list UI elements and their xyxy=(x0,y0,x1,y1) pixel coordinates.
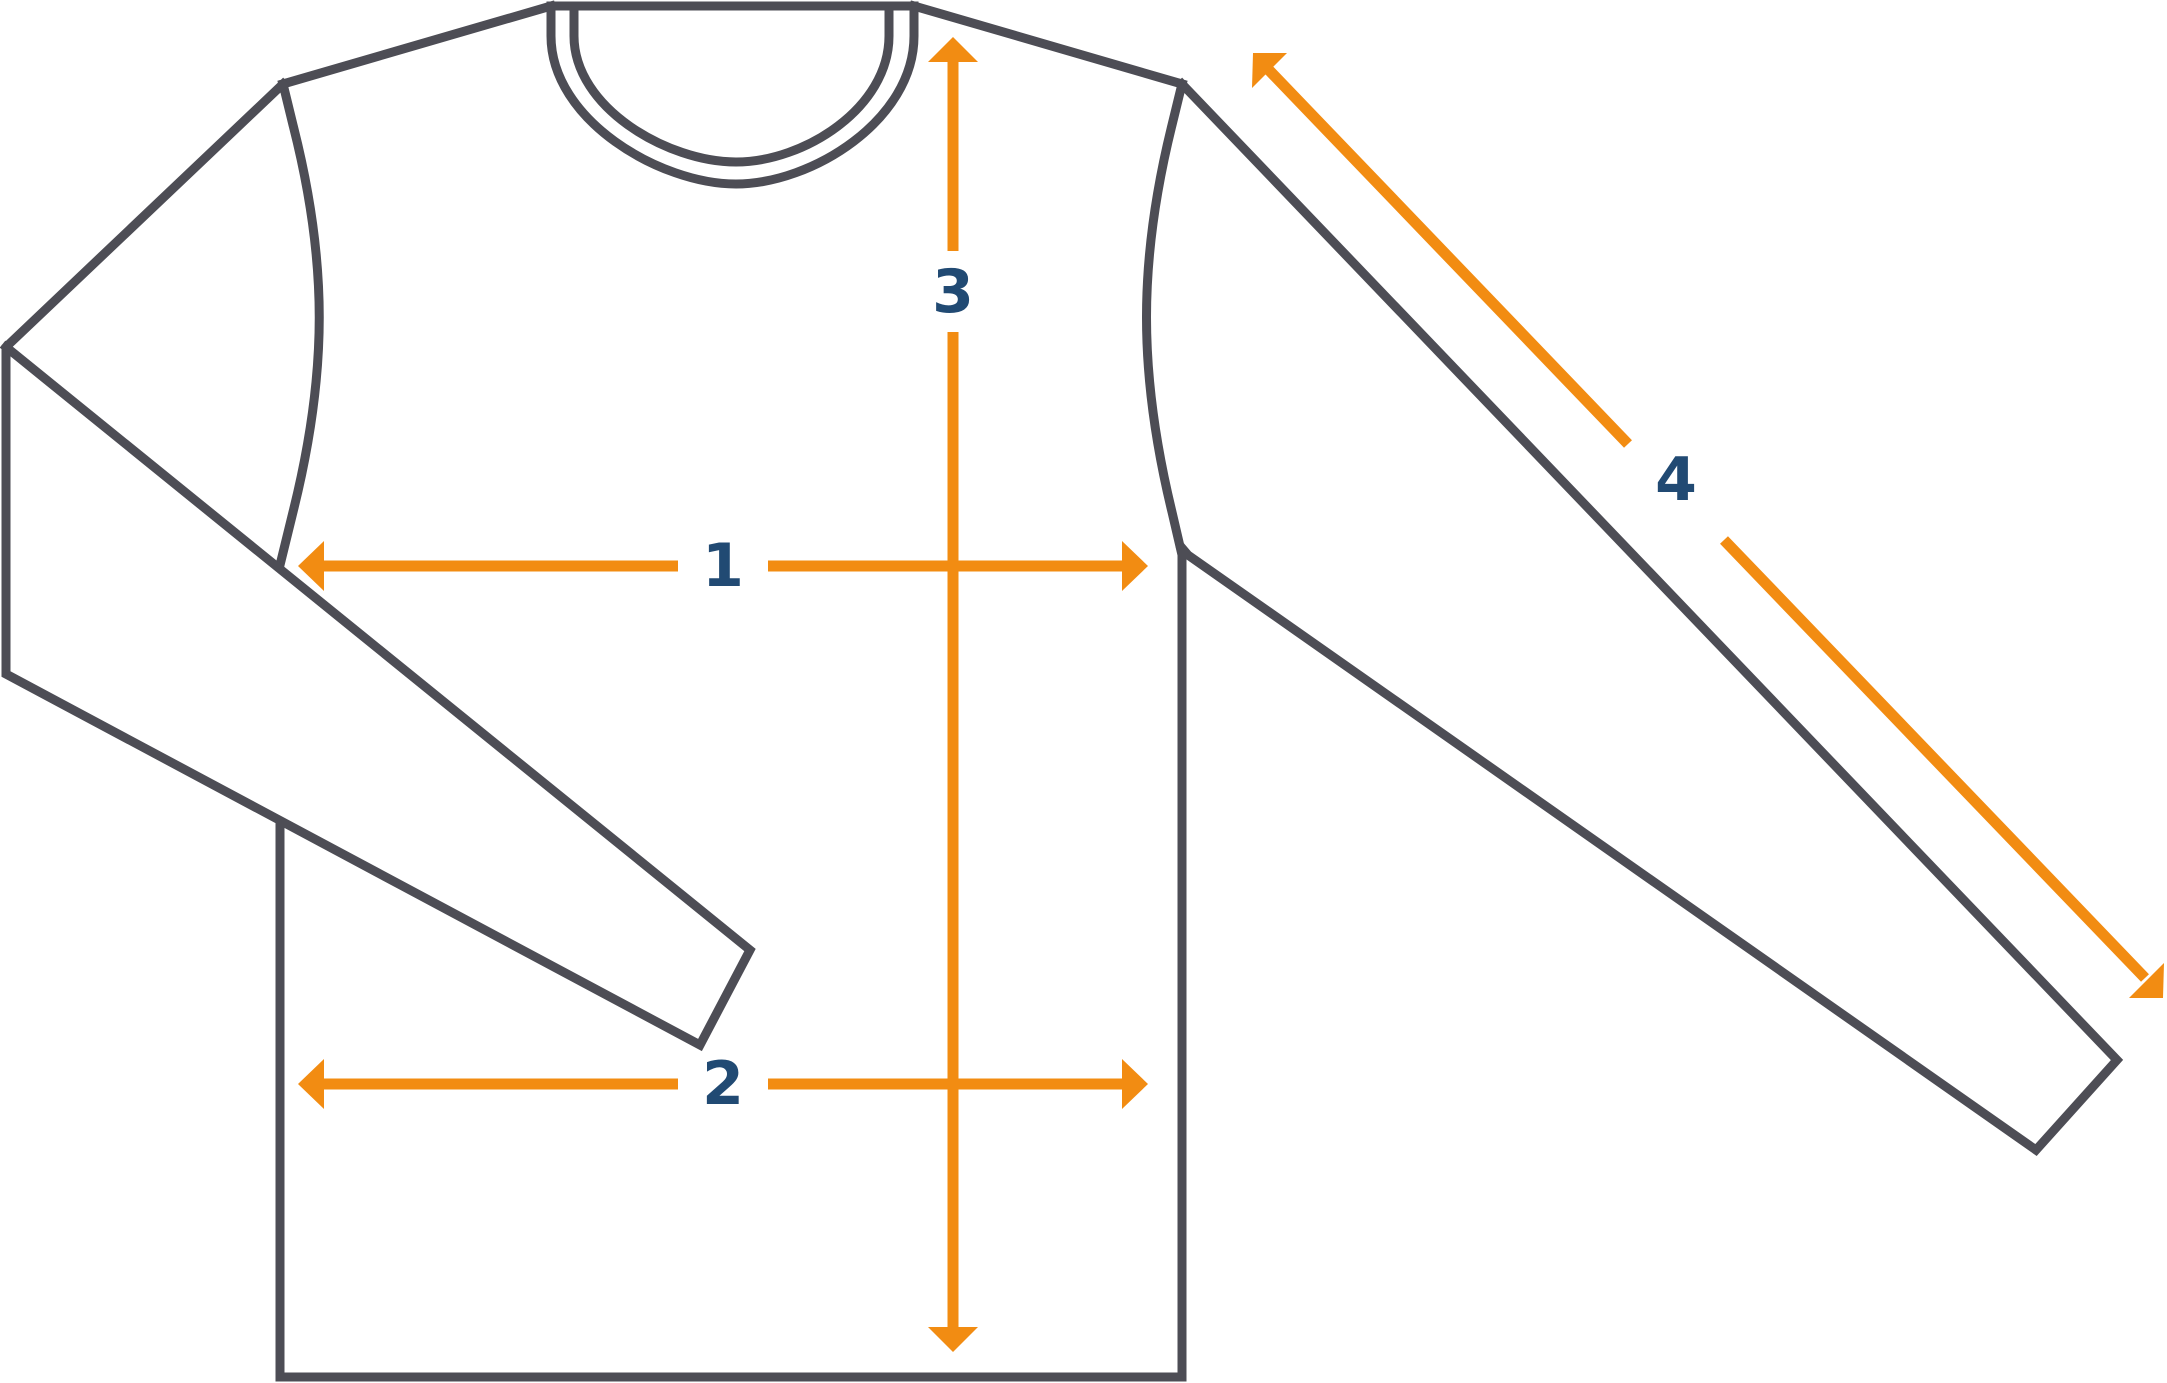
collar-outer xyxy=(546,1,919,189)
left-sleeve xyxy=(0,77,756,1052)
left-shoulder-line xyxy=(277,0,557,90)
sleeve-arrowhead-top xyxy=(1252,53,1287,88)
shirt-body xyxy=(275,550,1187,1382)
measurement-3-length: 3 xyxy=(928,37,978,1352)
left-armhole-seam xyxy=(274,78,324,571)
sleeve-arrowhead-bottom xyxy=(2129,963,2164,998)
measurement-4-sleeve: 4 xyxy=(1252,53,2164,998)
length-arrowhead-top xyxy=(928,37,978,62)
measurement-2-hem: 2 xyxy=(298,1049,1148,1119)
sleeve-line-upper xyxy=(1261,62,1632,448)
measurement-label-1: 1 xyxy=(702,531,744,601)
right-sleeve xyxy=(1175,77,2124,1156)
measurement-label-2: 2 xyxy=(702,1049,744,1119)
measurement-label-3: 3 xyxy=(932,257,974,327)
collar-inner xyxy=(569,1,894,167)
measurement-label-4: 4 xyxy=(1655,445,1697,515)
hem-arrowhead-left xyxy=(298,1059,324,1109)
length-arrowhead-bottom xyxy=(928,1327,978,1352)
shirt-outline xyxy=(0,0,2124,1382)
chest-arrowhead-left xyxy=(298,541,324,591)
right-shoulder-line xyxy=(908,0,1188,90)
sleeve-line-lower xyxy=(1720,536,2149,982)
measurement-1-chest: 1 xyxy=(298,531,1148,601)
hem-arrowhead-right xyxy=(1122,1059,1148,1109)
right-armhole-seam xyxy=(1142,78,1188,561)
chest-arrowhead-right xyxy=(1122,541,1148,591)
